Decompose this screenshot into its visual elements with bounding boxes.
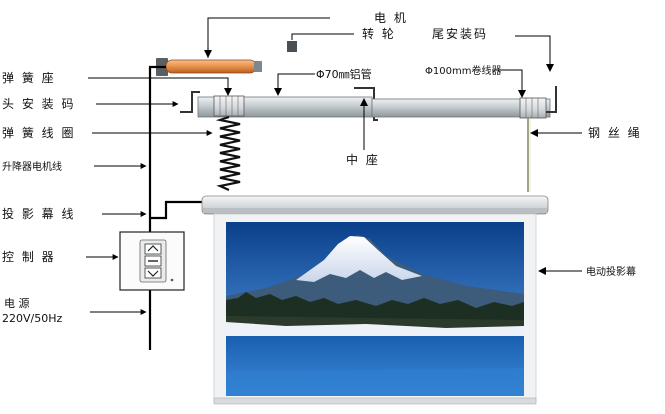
up-arrow-icon — [147, 245, 159, 252]
spring-seat — [213, 95, 245, 117]
tube70-leader — [277, 73, 315, 94]
motor — [156, 58, 262, 76]
spring-seat-leader — [88, 77, 229, 94]
motor-arrow — [204, 50, 212, 58]
tube70-label: Φ70㎜铝管 — [316, 67, 372, 81]
lift-motor-cable — [148, 65, 166, 350]
tube100-leader — [492, 69, 523, 96]
steel-wire-label: 钢 丝 绳 — [588, 126, 642, 140]
tail-mount-bracket — [546, 86, 557, 113]
spring-coil-path — [215, 115, 241, 192]
spring-coil-label: 弹 簧 线 圈 — [2, 125, 75, 140]
screen-line-label: 投 影 幕 线 — [2, 206, 75, 221]
motor-label: 电 机 — [374, 11, 408, 25]
wheel-icon — [287, 41, 297, 52]
head-mount-bracket — [180, 91, 200, 113]
controller — [119, 231, 185, 291]
wheel-label: 转 轮 — [362, 26, 396, 41]
spring-coil — [215, 115, 241, 192]
electric-screen — [201, 195, 549, 405]
wheel-leader — [291, 33, 354, 40]
lift-motor-line-label: 升降器电机线 — [2, 160, 62, 173]
head-mount-label: 头 安 装 码 — [2, 96, 75, 111]
power-label: 电 源 — [4, 296, 30, 310]
tube-100mm — [371, 98, 551, 118]
electric-screen-label: 电动投影幕 — [586, 265, 636, 278]
reel-end-cap — [519, 97, 547, 119]
down-button[interactable] — [144, 267, 162, 279]
screen-image — [226, 222, 524, 396]
middle-seat-label: 中 座 — [346, 152, 380, 167]
controller-label: 控 制 器 — [2, 250, 56, 264]
tail-mount-leader — [515, 35, 551, 70]
power-spec-label: 220V/50Hz — [2, 312, 62, 325]
tube100-label: Φ100mm卷线器 — [425, 64, 501, 77]
tail-mount-label: 尾安装码 — [432, 26, 488, 41]
motor-leader — [207, 17, 330, 58]
spring-seat-label: 弹 簧 座 — [2, 70, 56, 85]
up-button[interactable] — [144, 243, 162, 255]
down-arrow-icon — [147, 270, 159, 277]
screen-cable — [150, 200, 204, 220]
